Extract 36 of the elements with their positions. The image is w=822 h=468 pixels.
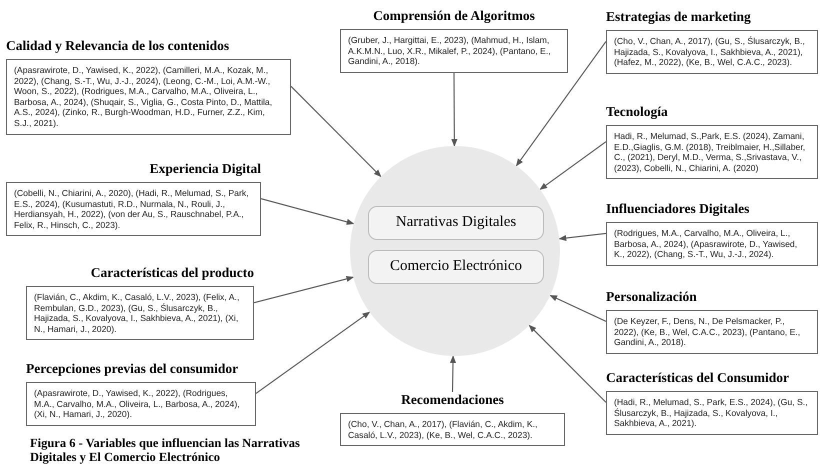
section-heading: Percepciones previas del consumidor [26, 361, 238, 376]
arrow [260, 198, 354, 225]
reference-box: (Gruber, J., Hargittai, E., 2023), (Mahmud, H., Islam, A.K.M.N., Luo, X.R., Mikalef, P., 2024), (Pantano, E., Gandini, A., 2018). [340, 29, 568, 73]
reference-box: Hadi, R., Melumad, S.,Park, E.S. (2024), Zamani, E.D.,Giaglis, G.M. (2018), Treiblmaier, H.,Sillaber, C., (2021), Deryl, M.D., Verma, S.,Srivastava, V., (2023), Cobelli, N., Chiarini, A. (2020) [606, 125, 818, 180]
section-heading: Personalización [606, 289, 697, 304]
arrow [558, 232, 606, 242]
section-heading: Tecnología [606, 104, 668, 119]
title-label-box: Comercio Electrónico [368, 250, 544, 284]
section-heading: Características del producto [90, 265, 254, 280]
section-heading: Comprensión de Algoritmos [373, 8, 535, 23]
arrow [516, 41, 606, 166]
reference-box: (Cho, V., Chan, A., 2017), (Gu, S., Ślusarczyk, B., Hajizada, S., Kovalyova, I., Sakhbieva, A., 2021), (Hafez, M., 2022), (Ke, B., Wel, C.A.C., 2023). [606, 30, 818, 74]
section-heading: Calidad y Relevancia de los contenidos [6, 38, 230, 53]
title-label-box: Narrativas Digitales [368, 206, 544, 240]
arrow [290, 86, 382, 178]
reference-box: (Apasrawirote, D., Yawised, K., 2022), (Camilleri, M.A., Kozak, M., 2022), (Chang, S.-T., Wu, J.-J., 2024), (Leong, C.-M., Loi, A.M.-W., Woon, S., 2022), (Rodrigues, M.A., Carvalho, M.A., Oliveira, L., Barbosa, A., 2024), (Shuqair, S., Viglia, G., Costa Pinto, D., Mattila, A.S., 2024), (Zinko, R., Burgh-Woodman, H.D., Furner, Z.Z., Kim, S.J., 2021). [6, 59, 291, 135]
reference-box: (De Keyzer, F., Dens, N., De Pelsmacker, P., 2022), (Ke, B., Wel, C.A.C., 2023), (Pantano, E., Gandini, A., 2018). [606, 310, 818, 354]
section-heading: Influenciadores Digitales [606, 201, 750, 216]
reference-box: (Hadi, R., Melumad, S., Park, E.S., 2024), (Gu, S., Ślusarczyk, B., Hajizada, S., Kovalyova, I., Sakhbieva, A., 2021). [606, 391, 818, 435]
reference-box: (Cho, V., Chan, A., 2017), (Flavián, C., Akdim, K., Casaló, L.V., 2023), (Ke, B., Wel, C.A.C., 2023). [340, 413, 565, 446]
section-heading: Experiencia Digital [150, 161, 261, 176]
section-heading: Estrategias de marketing [606, 9, 751, 24]
section-heading: Recomendaciones [401, 392, 504, 407]
arrow [528, 324, 606, 403]
reference-box: (Flavián, C., Akdim, K., Casaló, L.V., 2023), (Felix, A., Rembulan, G.D., 2023), (Gu, S., Ślusarczyk, B., Hajizada, S., Kovalyova, I., Sakhbieva, A., 2021), (Xi, N., Hamari, J., 2020). [26, 286, 254, 340]
arrow [550, 294, 606, 322]
section-heading: Características del Consumidor [606, 370, 789, 385]
arrow [539, 141, 606, 190]
reference-box: (Cobelli, N., Chiarini, A., 2020), (Hadi, R., Melumad, S., Park, E.S., 2024), (Kusumastuti, R.D., Nurmala, N., Rouli, J., Herdiansyah, H., 2022), (von der Au, S., Rauschnabel, P.A., Felix, R., Hinsch, C., 2023). [6, 182, 261, 236]
arrow [254, 276, 354, 304]
figure-caption: Figura 6 - Variables que influencian las Narrativas Digitales y El Comercio Electrónico [30, 436, 301, 464]
reference-box: (Apasrawirote, D., Yawised, K., 2022), (Rodrigues, M.A., Carvalho, M.A., Oliveira, L., Barbosa, A., 2024), (Xi, N., Hamari, J., 2020). [26, 382, 256, 426]
arrow [450, 355, 456, 392]
reference-box: (Rodrigues, M.A., Carvalho, M.A., Oliveira, L., Barbosa, A., 2024), (Apasrawirote, D., Yawised, K., 2022), (Chang, S.-T., Wu, J.-J., 2024). [606, 222, 818, 266]
arrow [256, 312, 370, 394]
arrow [451, 72, 458, 147]
